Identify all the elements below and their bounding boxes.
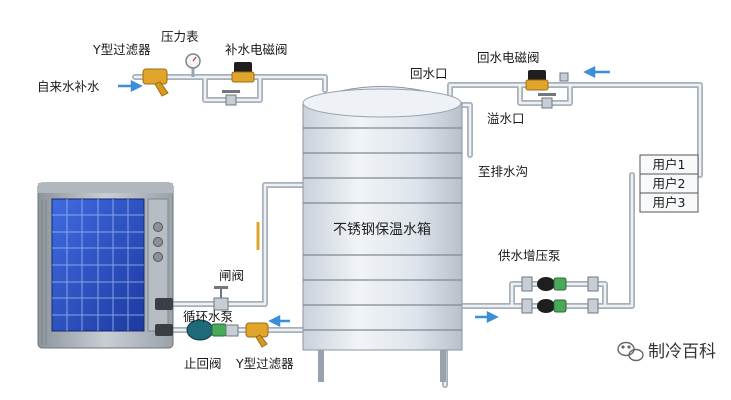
insulated-water-tank (302, 86, 463, 382)
user-2-label: 用户2 (653, 176, 686, 191)
to-drain-label: 至排水沟 (478, 164, 528, 179)
flow-arrows (118, 65, 610, 328)
return-bypass-valve-icon (538, 72, 569, 109)
y-filter-top-icon (142, 68, 169, 97)
pressure-gauge-label: 压力表 (161, 29, 199, 44)
heat-pump-unit (37, 182, 174, 349)
wechat-icon (617, 341, 644, 362)
makeup-bypass-valve-icon (222, 90, 240, 106)
y-filter-bottom-icon (245, 322, 269, 348)
y-filter-bottom-label: Y型过滤器 (235, 356, 294, 371)
overflow-port-label: 溢水口 (487, 111, 525, 126)
user-3-label: 用户3 (653, 195, 686, 210)
y-filter-top-label: Y型过滤器 (92, 42, 151, 57)
return-port-label: 回水口 (410, 66, 448, 81)
return-solenoid-label: 回水电磁阀 (477, 50, 540, 65)
user-boxes: 用户1 用户2 用户3 (639, 154, 699, 213)
gate-valve-icon (213, 286, 229, 311)
circulation-pump-icon (186, 319, 227, 341)
check-valve-icon (225, 324, 239, 337)
check-valve-label: 止回阀 (184, 356, 222, 371)
watermark-text: 制冷百科 (648, 342, 716, 362)
watermark: 制冷百科 (617, 341, 716, 362)
user-1-label: 用户1 (653, 157, 686, 172)
circ-pump-label: 循环水泵 (183, 309, 233, 324)
booster-pump-icon (521, 276, 599, 314)
gate-valve-label: 闸阀 (219, 268, 244, 283)
tap-water-makeup-label: 自来水补水 (37, 79, 100, 94)
booster-pump-label: 供水增压泵 (498, 248, 561, 263)
makeup-solenoid-label: 补水电磁阀 (225, 42, 288, 57)
return-solenoid-valve-icon (525, 70, 549, 91)
tank-label: 不锈钢保温水箱 (333, 222, 431, 238)
pressure-gauge-icon (185, 53, 201, 77)
makeup-solenoid-valve-icon (231, 62, 255, 83)
